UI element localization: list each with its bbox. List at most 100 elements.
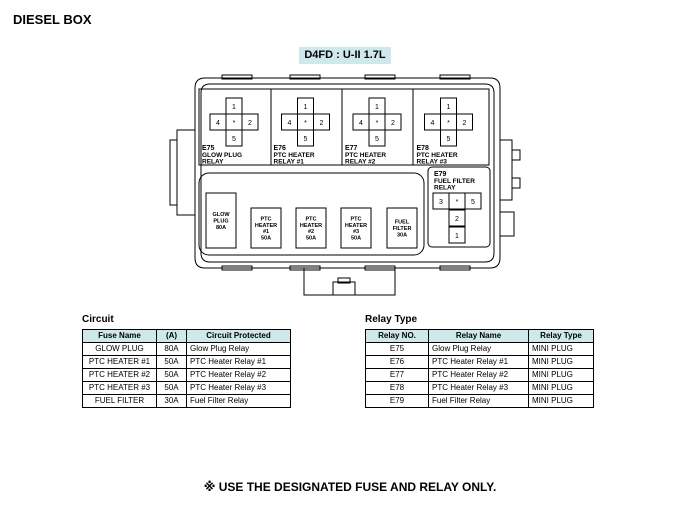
page-title: DIESEL BOX [13,12,92,27]
relay-name-line: PTC HEATER [417,152,458,159]
relay-cell: PTC Heater Relay #1 [428,355,529,369]
relay-cell: E75 [365,342,429,356]
relay-name-line: RELAY [202,159,224,166]
relay-pin-label: 4 [359,120,363,127]
relay-cell: E77 [365,368,429,382]
relay-pin-label: 5 [232,136,236,143]
relay-name-line: PTC HEATER [345,152,386,159]
relay-cell: MINI PLUG [528,342,594,356]
fuse-body [295,207,327,249]
relay-table-title: Relay Type [365,314,418,325]
fuse-body [340,207,372,249]
circuit-cell: 50A [156,355,187,369]
relay-cell: E76 [365,355,429,369]
relay-pin-label: 5 [471,199,475,206]
fuse-label-line: HEATER [255,223,277,229]
circuit-cell: PTC HEATER #1 [82,355,157,369]
relay-pin-label: 2 [463,120,467,127]
fuse-label-line: PLUG [213,219,228,225]
relay-cell: PTC Heater Relay #3 [428,381,529,395]
fuse-body [250,207,282,249]
relay-pin-label: 1 [375,104,379,111]
circuit-header-cell: Fuse Name [82,329,157,343]
fuse-label-line: 50A [261,236,271,242]
circuit-cell: 50A [156,368,187,382]
fuse-label-line: HEATER [345,223,367,229]
relay-pin-label: 2 [391,120,395,127]
relay-pin-cell [456,113,473,131]
relay-name-line: PTC HEATER [274,152,315,159]
fuse-label-line: #3 [353,229,359,235]
relay-cell: E78 [365,381,429,395]
relay-pin-label: 4 [288,120,292,127]
relay-pin-label: 5 [304,136,308,143]
fuse-label-line: FUEL [395,220,410,226]
relay-name-line: RELAY #3 [417,159,448,166]
relay-cell: MINI PLUG [528,394,594,408]
fuse-label-line: 80A [216,225,226,231]
relay-name-line: GLOW PLUG [202,152,242,159]
relay-pin-label: * [233,120,236,127]
relay-pin-label: 4 [216,120,220,127]
relay-cell: Glow Plug Relay [428,342,529,356]
relay-pin-cell [313,113,330,131]
circuit-cell: PTC Heater Relay #2 [186,368,291,382]
relay-pin-label: * [456,199,459,206]
relay-pin-label: 1 [304,104,308,111]
relay-code: E79 [434,171,447,178]
relay-pin-cell [368,129,386,147]
relay-cell: MINI PLUG [528,368,594,382]
circuit-cell: PTC HEATER #2 [82,368,157,382]
fuse-body [205,192,237,249]
circuit-cell: 30A [156,394,187,408]
relay-cell: MINI PLUG [528,381,594,395]
circuit-cell: Fuel Filter Relay [186,394,291,408]
relay-cell: E79 [365,394,429,408]
relay-code: E75 [202,145,215,152]
relay-pin-label: * [376,120,379,127]
relay-pin-cell [448,226,466,244]
relay-pin-cell [448,209,466,227]
circuit-cell: PTC Heater Relay #1 [186,355,291,369]
relay-pin-label: 1 [455,233,459,240]
relay-pin-label: 2 [320,120,324,127]
circuit-header-cell: (A) [156,329,187,343]
fuse-label-line: HEATER [300,223,322,229]
fuse-label-line: FILTER [393,226,412,232]
circuit-header-cell: Circuit Protected [186,329,291,343]
fuse-label-line: 30A [397,232,407,238]
fuse-label-line: #1 [263,229,269,235]
fuse-label-line: #2 [308,229,314,235]
fuse-label-line: PTC [306,216,317,222]
relay-name-line: RELAY #1 [274,159,305,166]
relay-pin-label: 2 [248,120,252,127]
relay-pin-label: * [447,120,450,127]
relay-pin-label: 1 [232,104,236,111]
relay-pin-cell [384,113,402,131]
relay-name-line: RELAY [434,185,456,192]
fuse-blocks: GLOWPLUG80APTCHEATER#150APTCHEATER#250AP… [205,192,418,249]
circuit-cell: PTC Heater Relay #3 [186,381,291,395]
relay-pin-label: 3 [439,199,443,206]
box-outline [169,74,521,296]
